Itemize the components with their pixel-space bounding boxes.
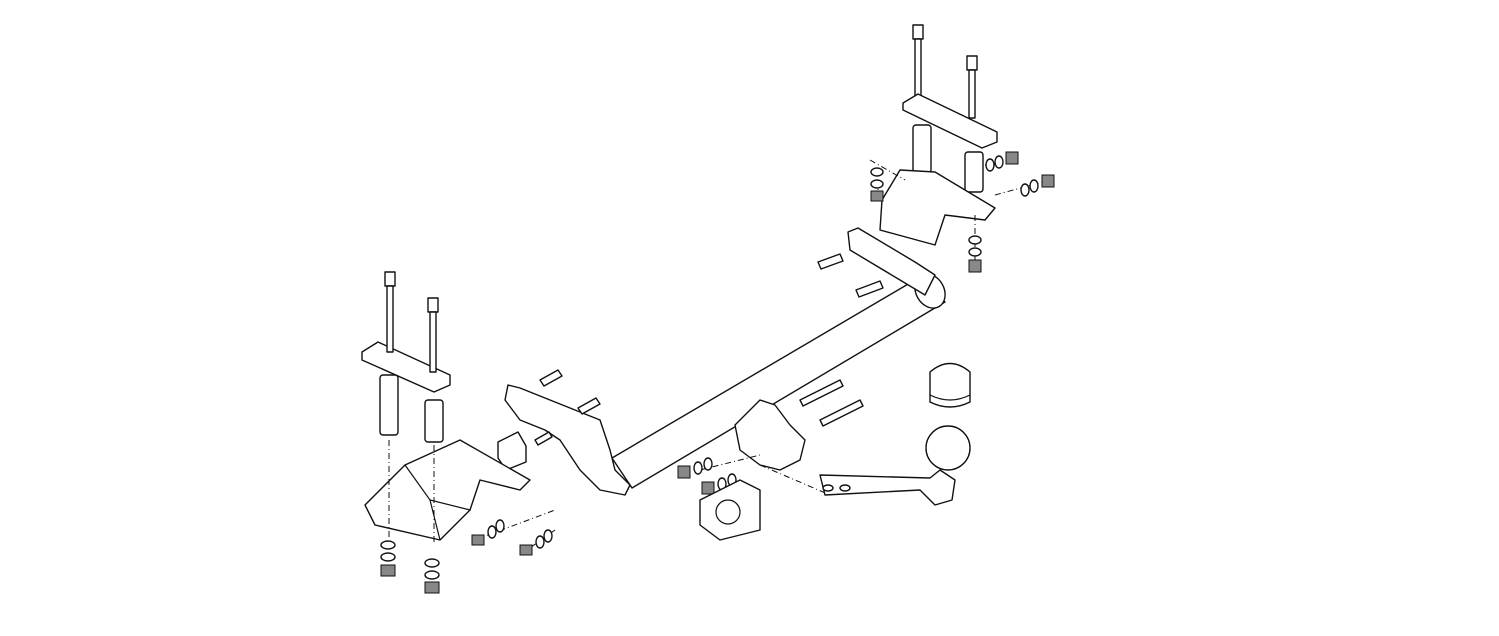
right-plate-bolts <box>817 253 884 298</box>
right-mount-bracket <box>879 169 996 246</box>
center-hitch-bracket <box>734 399 806 471</box>
left-side-plate <box>504 384 631 496</box>
left-mount-bracket <box>364 439 531 541</box>
center-bolts <box>799 379 864 427</box>
right-side-plate <box>847 227 936 296</box>
center-nuts-washers <box>677 457 737 495</box>
right-nuts-washers <box>870 151 1055 273</box>
tow-ball-neck <box>819 469 956 506</box>
tow-ball <box>925 425 971 471</box>
left-top-plate <box>361 341 451 393</box>
right-top-plate <box>902 93 998 149</box>
tow-ball-cap <box>929 362 971 408</box>
left-plate-bolts <box>534 369 601 446</box>
electrical-socket-plate <box>699 479 761 541</box>
left-spacer-block <box>497 431 527 471</box>
right-spacer-tubes <box>912 124 984 193</box>
left-spacer-tubes <box>379 374 444 443</box>
left-nuts-washers <box>380 519 553 594</box>
left-long-bolts <box>384 271 439 373</box>
